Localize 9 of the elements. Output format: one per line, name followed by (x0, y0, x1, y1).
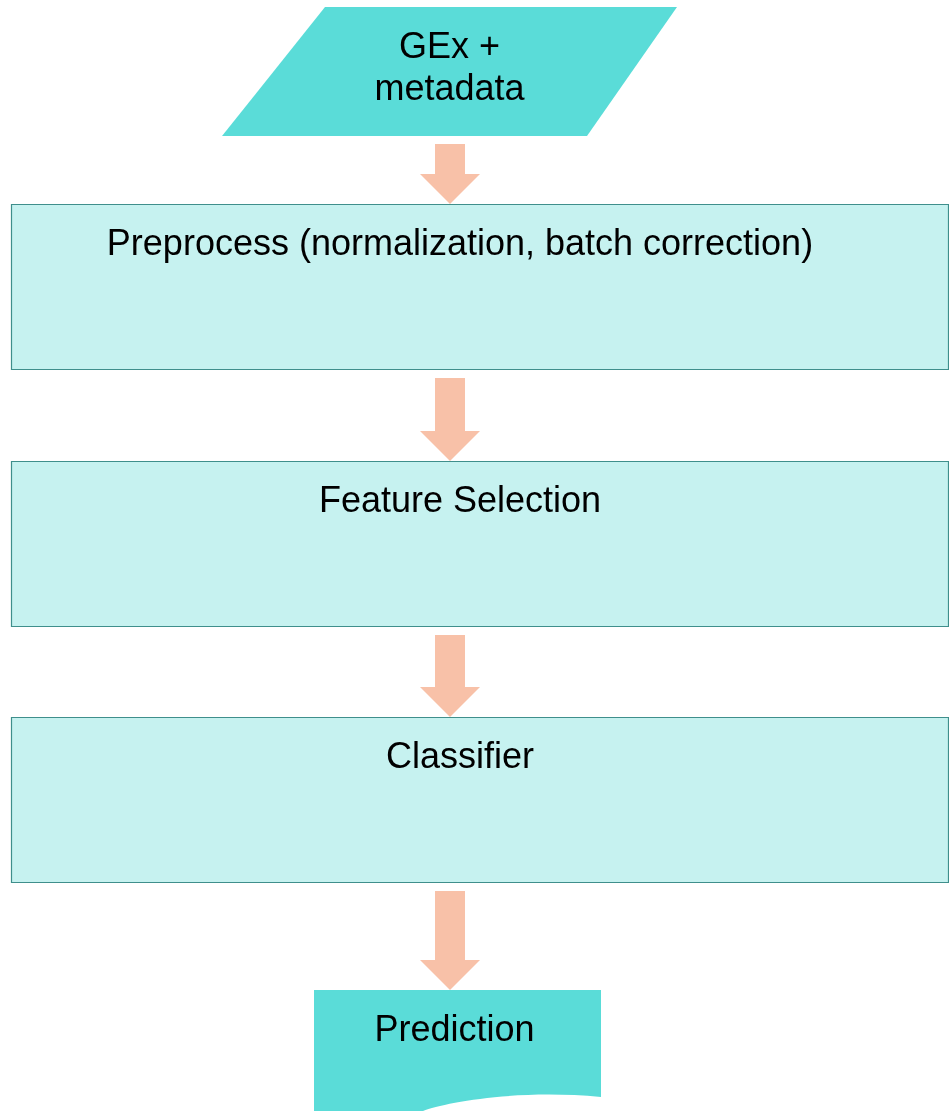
node-label: Preprocess (normalization, batch correction) (105, 222, 815, 264)
node-label: GEx + metadata (373, 25, 526, 109)
node-label: Prediction (373, 1008, 536, 1050)
block-arrow (420, 891, 480, 990)
block-arrow (420, 144, 480, 204)
node-label: Feature Selection (317, 479, 603, 521)
block-arrow (420, 378, 480, 461)
node-label: Classifier (385, 735, 535, 777)
block-arrow (420, 635, 480, 717)
